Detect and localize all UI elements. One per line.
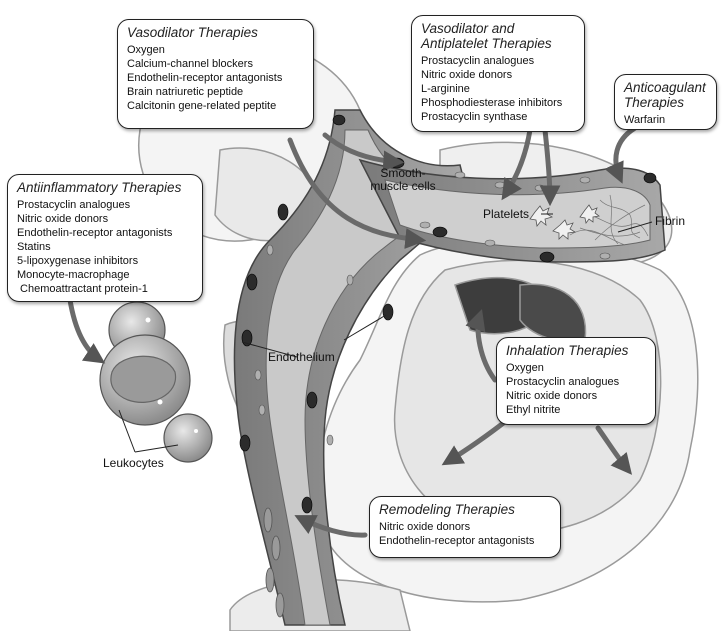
list-item: Calcitonin gene-related peptite (127, 99, 304, 113)
list-item: Nitric oxide donors (421, 68, 575, 82)
list-item: Calcium-channel blockers (127, 57, 304, 71)
list-item: Oxygen (127, 43, 304, 57)
anticoagulant-title-line2: Therapies (624, 95, 707, 110)
list-item: Oxygen (506, 361, 646, 375)
antiinflammatory-title: Antiinflammatory Therapies (17, 180, 193, 195)
list-item: Nitric oxide donors (379, 520, 551, 534)
anticoagulant-list: Warfarin (624, 113, 707, 127)
list-item: Nitric oxide donors (506, 389, 646, 403)
vasodilator-therapies-box: Vasodilator Therapies Oxygen Calcium-cha… (117, 19, 314, 129)
endothelium-label: Endothelium (268, 351, 335, 364)
platelets-label: Platelets (483, 208, 529, 221)
list-item: Prostacyclin analogues (421, 54, 575, 68)
list-item: Nitric oxide donors (17, 212, 193, 226)
remodeling-list: Nitric oxide donors Endothelin-receptor … (379, 520, 551, 548)
list-item: Chemoattractant protein-1 (17, 282, 193, 296)
vasodilator-antiplatelet-title-line1: Vasodilator and (421, 21, 575, 36)
list-item: Endothelin-receptor antagonists (379, 534, 551, 548)
leukocyte-cells (100, 302, 212, 462)
vasodilator-antiplatelet-title-line2: Antiplatelet Therapies (421, 36, 575, 51)
smooth-muscle-label-line2: muscle cells (363, 180, 443, 193)
inhalation-title: Inhalation Therapies (506, 343, 646, 358)
list-item: Brain natriuretic peptide (127, 85, 304, 99)
vasodilator-therapies-title: Vasodilator Therapies (127, 25, 304, 40)
fibrin-label: Fibrin (655, 215, 685, 228)
inhalation-therapies-box: Inhalation Therapies Oxygen Prostacyclin… (496, 337, 656, 425)
antiinflammatory-therapies-box: Antiinflammatory Therapies Prostacyclin … (7, 174, 203, 302)
list-item: Prostacyclin analogues (506, 375, 646, 389)
list-item: Phosphodiesterase inhibitors (421, 96, 575, 110)
inhalation-list: Oxygen Prostacyclin analogues Nitric oxi… (506, 361, 646, 417)
list-item: Prostacyclin synthase (421, 110, 575, 124)
remodeling-therapies-box: Remodeling Therapies Nitric oxide donors… (369, 496, 561, 558)
vasodilator-therapies-list: Oxygen Calcium-channel blockers Endothel… (127, 43, 304, 113)
leukocytes-label: Leukocytes (103, 457, 164, 470)
list-item: Statins (17, 240, 193, 254)
list-item: Endothelin-receptor antagonists (127, 71, 304, 85)
list-item: Ethyl nitrite (506, 403, 646, 417)
list-item: Endothelin-receptor antagonists (17, 226, 193, 240)
smooth-muscle-label: Smooth- muscle cells (363, 167, 443, 193)
anticoagulant-therapies-box: Anticoagulant Therapies Warfarin (614, 74, 717, 130)
vasodilator-antiplatelet-therapies-box: Vasodilator and Antiplatelet Therapies P… (411, 15, 585, 132)
anticoagulant-title-line1: Anticoagulant (624, 80, 707, 95)
vasodilator-antiplatelet-list: Prostacyclin analogues Nitric oxide dono… (421, 54, 575, 124)
antiinflammatory-list: Prostacyclin analogues Nitric oxide dono… (17, 198, 193, 296)
list-item: 5-lipoxygenase inhibitors (17, 254, 193, 268)
list-item: Warfarin (624, 113, 707, 127)
remodeling-title: Remodeling Therapies (379, 502, 551, 517)
list-item: Prostacyclin analogues (17, 198, 193, 212)
list-item: Monocyte-macrophage (17, 268, 193, 282)
list-item: L-arginine (421, 82, 575, 96)
